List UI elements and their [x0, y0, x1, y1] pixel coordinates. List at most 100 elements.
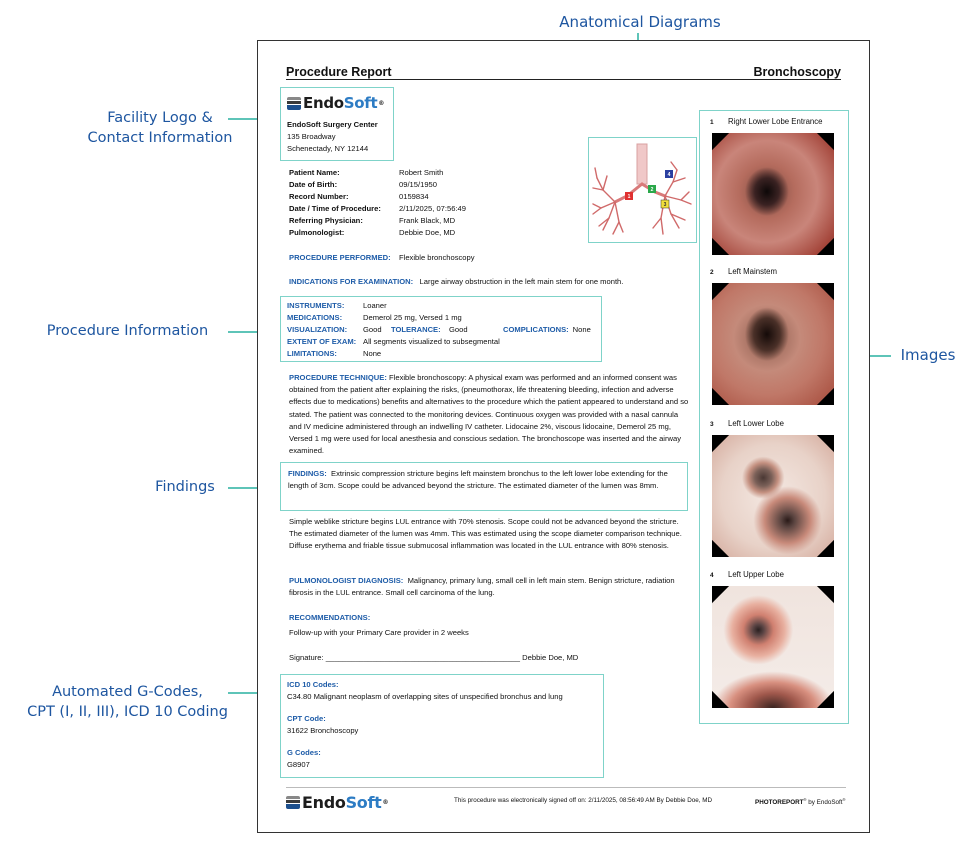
marker-3 — [660, 199, 670, 209]
logo-text-soft: Soft — [343, 94, 378, 112]
recommendations-label: RECOMMENDATIONS: — [289, 613, 371, 622]
footer-logo-reg: ® — [382, 799, 389, 806]
footer-logo-endo: Endo — [302, 793, 346, 812]
patient-field-label: Record Number: — [289, 192, 349, 201]
limitations-value: None — [363, 349, 382, 358]
diagram-markers: 1 2 3 4 — [625, 170, 673, 209]
marker-3-label: 3 — [664, 202, 667, 208]
icd-value: C34.80 Malignant neoplasm of overlapping… — [287, 692, 563, 701]
image-2[interactable] — [712, 283, 834, 405]
recommendations-value: Follow-up with your Primary Care provide… — [289, 628, 469, 638]
patient-row: Pulmonologist: Debbie Doe, MD — [289, 227, 466, 239]
extent-label: EXTENT OF EXAM: — [287, 337, 357, 346]
patient-row: Patient Name:Robert Smith — [289, 167, 466, 179]
complications-label: COMPLICATIONS: — [503, 325, 569, 334]
patient-info: Patient Name:Robert Smith Date of Birth:… — [289, 167, 466, 239]
g-codes-label: G Codes: — [287, 748, 321, 757]
patient-field-label: Pulmonologist: — [289, 228, 345, 237]
patient-row: Date of Birth:09/15/1950 — [289, 179, 466, 191]
facility-address1: 135 Broadway — [287, 132, 336, 141]
footer-logo-soft: Soft — [345, 793, 382, 812]
technique-label: PROCEDURE TECHNIQUE: — [289, 373, 387, 382]
logo-reg: ® — [378, 99, 385, 107]
marker-1-label: 1 — [628, 194, 631, 200]
tolerance-label: TOLERANCE: — [391, 325, 441, 334]
patient-field-label: Date / Time of Procedure: — [289, 204, 381, 213]
callout-coding-arrow — [228, 692, 260, 694]
findings-box: FINDINGS: Extrinsic compression strictur… — [280, 462, 688, 511]
callout-images-arrow — [857, 355, 891, 357]
callout-facility-line2: Contact Information — [87, 130, 233, 146]
image-4[interactable] — [712, 586, 834, 708]
footer-brand-by: by EndoSoft — [806, 799, 843, 807]
procedure-technique: PROCEDURE TECHNIQUE: Flexible bronchosco… — [289, 372, 689, 457]
patient-field-value: Frank Black, MD — [399, 216, 456, 225]
callout-procedure-info: Procedure Information — [46, 323, 209, 339]
callout-findings-arrow — [228, 487, 260, 489]
patient-field-value: 09/15/1950 — [399, 180, 438, 189]
facility-name: EndoSoft Surgery Center — [287, 120, 378, 129]
endoscopic-image-2 — [712, 283, 834, 405]
indications-value: Large airway obstruction in the left mai… — [419, 277, 624, 286]
endoscopic-image-1 — [712, 133, 834, 255]
signature-label: Signature: — [289, 653, 324, 662]
patient-field-value: 2/11/2025, 07:56:49 — [399, 204, 466, 213]
findings-label: FINDINGS: — [288, 469, 327, 478]
diagnosis-value: Malignancy, primary lung, small cell in … — [289, 576, 675, 598]
cpt-label: CPT Code: — [287, 714, 326, 723]
footer-divider — [286, 787, 846, 788]
callout-images: Images — [900, 346, 956, 364]
footer-brand: PHOTOREPORT® by EndoSoft® — [755, 797, 845, 806]
patient-field-value: Debbie Doe, MD — [399, 228, 456, 237]
diagnosis-label: PULMONOLOGIST DIAGNOSIS: — [289, 576, 404, 585]
logo-icon — [287, 96, 301, 110]
image-3[interactable] — [712, 435, 834, 557]
callout-coding-line1: Automated G-Codes, — [52, 684, 203, 700]
patient-field-value: 0159834 — [399, 192, 429, 201]
instruments-value: Loaner — [363, 301, 387, 310]
procedure-type: Bronchoscopy — [753, 65, 841, 79]
signature: Signature: _____________________________… — [289, 652, 689, 664]
cpt-value: 31622 Bronchoscopy — [287, 726, 359, 735]
findings-value: Extrinsic compression stricture begins l… — [288, 469, 668, 491]
medications-value: Demerol 25 mg, Versed 1 mg — [363, 313, 462, 322]
patient-row: Record Number: 0159834 — [289, 191, 466, 203]
report-header: Procedure Report Bronchoscopy — [286, 65, 841, 80]
visualization-label: VISUALIZATION: — [287, 325, 348, 334]
indications-label: INDICATIONS FOR EXAMINATION: — [289, 277, 414, 286]
extent-value: All segments visualized to subsegmental — [363, 337, 500, 346]
callout-facility-arrow — [228, 118, 260, 120]
image-1[interactable] — [712, 133, 834, 255]
report-title: Procedure Report — [286, 65, 392, 79]
technique-value: Flexible bronchoscopy: A physical exam w… — [289, 373, 689, 456]
patient-row: Date / Time of Procedure: 2/11/2025, 07:5… — [289, 203, 466, 215]
g-codes-value: G8907 — [287, 760, 310, 769]
callout-facility: Facility Logo & Contact Information — [60, 108, 260, 148]
indications: INDICATIONS FOR EXAMINATION: Large airwa… — [289, 276, 623, 288]
endoscopic-image-4 — [712, 586, 834, 708]
bronchial-tree-diagram: 1 2 3 4 — [592, 143, 692, 235]
procedure-info-box: INSTRUMENTS:Loaner MEDICATIONS:Demerol 2… — [280, 296, 602, 362]
diagnosis: PULMONOLOGIST DIAGNOSIS: Malignancy, pri… — [289, 575, 689, 599]
footer-brand-reg: ® — [803, 797, 807, 802]
tolerance-value: Good — [449, 325, 468, 334]
marker-4 — [665, 170, 673, 178]
signature-line[interactable]: ________________________________________… — [325, 653, 521, 662]
instruments-label: INSTRUMENTS: — [287, 301, 345, 310]
callout-anatomical: Anatomical Diagrams — [559, 13, 721, 31]
footer-signed-text: This procedure was electronically signed… — [454, 797, 713, 804]
patient-field-value: Robert Smith — [399, 168, 444, 177]
patient-row: Referring Physician:Frank Black, MD — [289, 215, 466, 227]
marker-1 — [625, 192, 633, 200]
facility-address2: Schenectady, NY 12144 — [287, 144, 369, 153]
endoscopic-image-3 — [712, 435, 834, 557]
limitations-label: LIMITATIONS: — [287, 349, 337, 358]
icd-label: ICD 10 Codes: — [287, 680, 339, 689]
callout-facility-line1: Facility Logo & — [107, 110, 213, 126]
callout-coding-line2: CPT (I, II, III), ICD 10 Coding — [27, 704, 228, 720]
